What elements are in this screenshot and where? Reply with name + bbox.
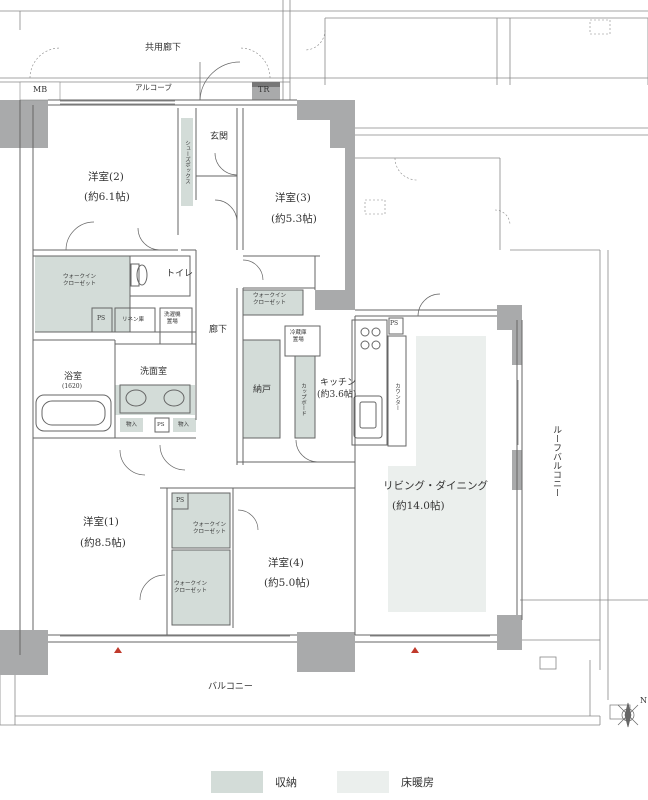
walkin-closet-label-room2: ウォークイン クローゼット xyxy=(63,274,97,287)
cupboard-label: カップボード xyxy=(300,383,306,416)
living-size: (約14.0帖) xyxy=(392,500,445,512)
ps-label-kitchen: PS xyxy=(390,320,399,327)
living-name: リビング・ダイニング xyxy=(383,480,488,492)
walkin-closet-label-room1b: ウォークイン クローゼット xyxy=(174,581,208,594)
mb-label: MB xyxy=(33,85,48,94)
windows xyxy=(60,100,519,637)
room3-size: (約5.3帖) xyxy=(271,213,317,225)
floor-heating-areas xyxy=(388,336,486,612)
corridor-door-swings xyxy=(29,19,611,226)
ps-label-room4: PS xyxy=(176,497,185,504)
legend-storage-swatch xyxy=(211,771,263,793)
toilet-label: トイレ xyxy=(166,269,194,279)
fridge-label: 冷蔵庫 置場 xyxy=(290,330,307,343)
room4-size: (約5.0帖) xyxy=(264,577,310,589)
linen-label: リネン庫 xyxy=(122,317,145,323)
legend-floor-heating-swatch xyxy=(337,771,389,793)
legend-storage: 収納 xyxy=(211,771,297,793)
room4-name: 洋室(4) xyxy=(268,557,304,569)
ps-label-wash: PS xyxy=(157,422,165,428)
kitchen-size: (約3.6帖) xyxy=(317,390,357,400)
room1-name: 洋室(1) xyxy=(83,516,119,528)
bath-name: 浴室 xyxy=(64,372,83,382)
legend-floor-heating-label: 床暖房 xyxy=(401,776,434,789)
entrance-label: 玄関 xyxy=(210,132,229,142)
legend-floor-heating: 床暖房 xyxy=(337,771,434,793)
ps-label-room2: PS xyxy=(97,315,106,322)
roof-balcony-label: ルーフバルコニー xyxy=(551,425,561,497)
room2-size: (約6.1帖) xyxy=(84,191,130,203)
alcove-label: アルコーブ xyxy=(135,83,172,92)
walkin-closet-label-room1a: ウォークイン クローゼット xyxy=(193,522,227,535)
room2-name: 洋室(2) xyxy=(88,171,124,183)
room1-size: (約8.5帖) xyxy=(80,537,126,549)
kitchen-name: キッチン xyxy=(320,378,357,388)
bath-size: (1620) xyxy=(62,383,82,390)
storage-item-label-1: 物入 xyxy=(126,422,138,428)
walkin-closet-label-room3: ウォークイン クローゼット xyxy=(253,293,287,306)
legend-storage-label: 収納 xyxy=(275,776,297,789)
corridor-label: 廊下 xyxy=(209,325,228,335)
north-label: N xyxy=(640,696,647,705)
shoe-box-label: シューズボックス xyxy=(184,140,190,184)
room3-name: 洋室(3) xyxy=(275,192,311,204)
wall-lines xyxy=(19,99,523,655)
tr-label: TR xyxy=(258,85,270,94)
washroom-label: 洗面室 xyxy=(140,367,168,377)
compass-icon xyxy=(617,702,639,728)
counter-label: カウンター xyxy=(394,383,400,411)
door-swings xyxy=(65,61,441,601)
storage-areas xyxy=(35,118,315,625)
washer-label: 洗濯機 置場 xyxy=(164,312,181,325)
storage-item-label-2: 物入 xyxy=(178,422,190,428)
common-corridor-label: 共用廊下 xyxy=(145,43,182,53)
balcony-label: バルコニー xyxy=(208,682,253,692)
storage-closet-label: 納戸 xyxy=(253,385,272,395)
outdoor-unit-markers xyxy=(114,647,419,653)
